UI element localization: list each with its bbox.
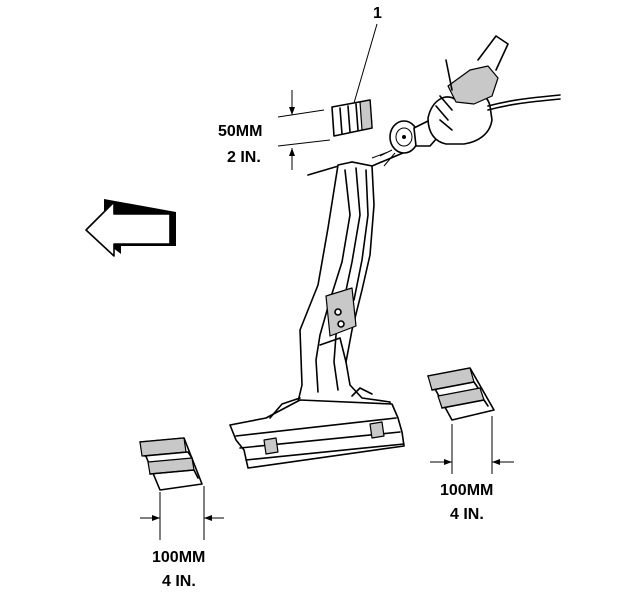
rocker-panel <box>229 387 405 469</box>
right-backing-plate <box>427 367 495 421</box>
removed-section-piece <box>331 99 373 137</box>
top-dimension-imperial: 2 IN. <box>227 149 261 166</box>
front-direction-arrow <box>85 199 176 257</box>
b-pillar <box>295 149 411 431</box>
callout-number: 1 <box>373 5 382 22</box>
left-backing-plate <box>139 437 203 491</box>
right-dimension-metric: 100MM <box>440 482 493 499</box>
callout-1: 1 <box>353 5 382 104</box>
top-dimension: 50MM 2 IN. <box>218 90 331 170</box>
left-dimension: 100MM 4 IN. <box>140 486 224 590</box>
left-dimension-metric: 100MM <box>152 549 205 566</box>
left-dimension-imperial: 4 IN. <box>162 573 196 590</box>
right-dimension: 100MM 4 IN. <box>430 416 514 523</box>
top-dimension-metric: 50MM <box>218 123 262 140</box>
right-dimension-imperial: 4 IN. <box>450 506 484 523</box>
hand-icon <box>427 35 561 145</box>
